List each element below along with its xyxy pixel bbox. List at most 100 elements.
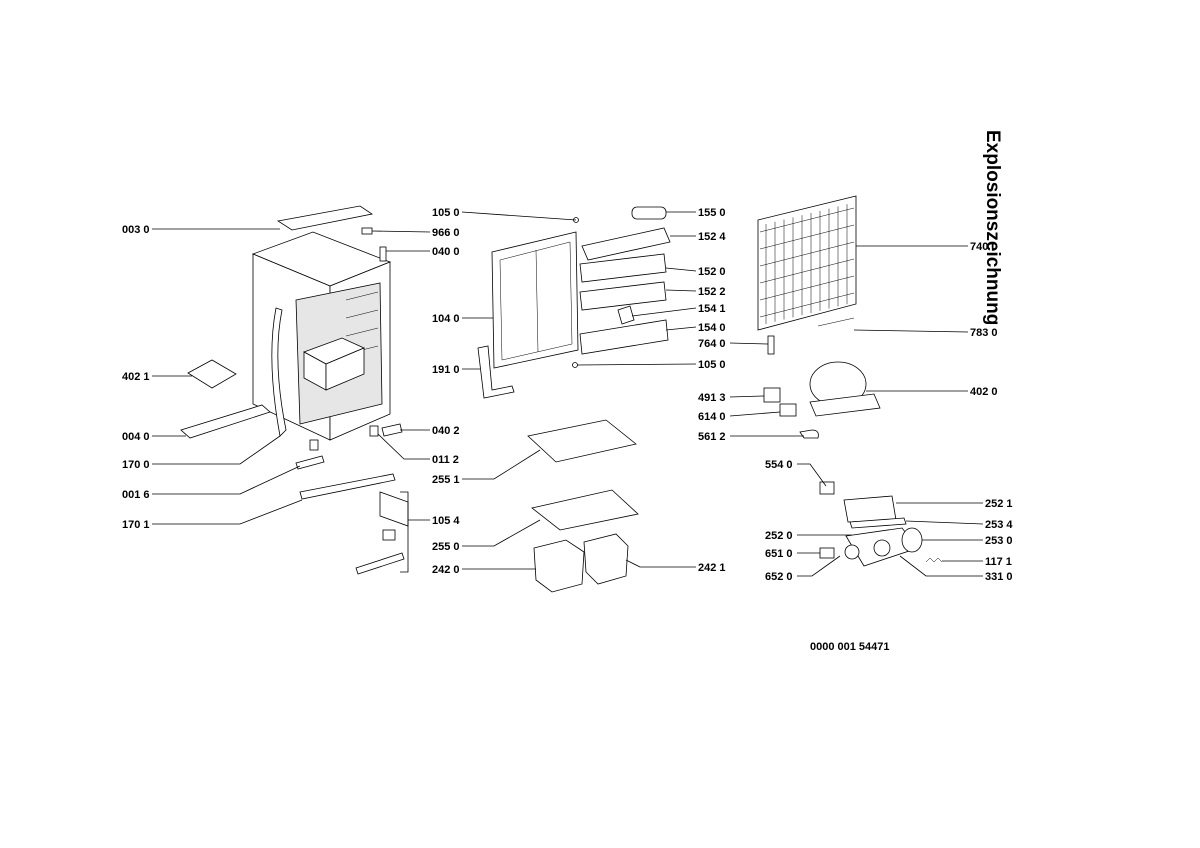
cable-clip: [799, 429, 819, 439]
foot: [369, 425, 379, 437]
leader-p170-0: [152, 435, 281, 465]
part-label-p003-0: 003 0: [122, 224, 150, 236]
part-label-p040-2: 040 2: [432, 425, 460, 437]
condenser-tube: [759, 241, 855, 267]
condenser-tube: [759, 292, 855, 318]
leader-p652-0: [797, 555, 841, 577]
condenser-tube: [759, 275, 855, 301]
hinge-plate: [379, 491, 409, 527]
part-label-p191-0: 191 0: [432, 364, 460, 376]
leader-p105-0a: [461, 211, 577, 221]
leader-p331-0: [899, 555, 983, 577]
leader-p001-6: [152, 465, 301, 495]
part-label-p491-3: 491 3: [698, 392, 726, 404]
hinge-rod: [355, 552, 405, 575]
door-shelf: [579, 281, 667, 311]
leader-p011-2: [377, 433, 430, 460]
leader-p152-2: [665, 289, 697, 292]
part-label-p554-0: 554 0: [765, 459, 793, 471]
top-cover-plate: [276, 205, 374, 231]
control-knob: [901, 527, 923, 553]
part-label-p402-1: 402 1: [122, 371, 150, 383]
part-label-p255-0: 255 0: [432, 541, 460, 553]
door-inner: [499, 241, 573, 361]
part-label-p154-1: 154 1: [698, 303, 726, 315]
part-label-p001-6: 001 6: [122, 489, 150, 501]
shelf-clip: [617, 305, 635, 325]
leader-p783-0: [853, 329, 969, 333]
part-label-p651-0: 651 0: [765, 548, 793, 560]
part-label-p764-0: 764 0: [698, 338, 726, 350]
leader-p154-1: [631, 307, 697, 317]
leader-p966-0: [371, 230, 431, 233]
leader-p154-0: [665, 326, 697, 331]
leader-p764-0: [729, 342, 769, 345]
part-label-p152-0: 152 0: [698, 266, 726, 278]
thermostat: [819, 547, 835, 559]
part-label-p614-0: 614 0: [698, 411, 726, 423]
crisper-box: [583, 533, 629, 585]
lamp-diffuser: [849, 517, 907, 529]
overload-protector: [779, 403, 797, 417]
small-strip: [295, 455, 325, 470]
glass-shelf: [531, 489, 639, 531]
door-shelf: [579, 319, 669, 355]
part-label-p561-2: 561 2: [698, 431, 726, 443]
condenser-tube: [759, 258, 855, 284]
leader-p255-1: [462, 449, 541, 480]
base-rail: [180, 404, 271, 439]
thermostat-knob: [873, 539, 891, 557]
compressor-base: [809, 393, 881, 417]
leader-p614-0: [729, 411, 781, 417]
part-label-p253-0: 253 0: [985, 535, 1013, 547]
part-label-p255-1: 255 1: [432, 474, 460, 486]
part-label-p152-2: 152 2: [698, 286, 726, 298]
part-label-p242-1: 242 1: [698, 562, 726, 574]
hinge-cap: [361, 227, 373, 235]
leader-p255-0: [462, 519, 541, 547]
door-divider: [535, 249, 539, 353]
part-label-p242-0: 242 0: [432, 564, 460, 576]
document-number: 0000 001 54471: [810, 641, 890, 653]
lower-hinge: [381, 423, 403, 437]
egg-tray: [631, 206, 667, 220]
rib: [345, 291, 379, 301]
bottle-rack: [581, 227, 671, 261]
part-label-p154-0: 154 0: [698, 322, 726, 334]
door-panel: [491, 231, 579, 369]
cooling-drawing: [757, 195, 881, 439]
foot: [309, 439, 319, 451]
condenser-grid: [757, 195, 857, 331]
control-drawing: [819, 481, 943, 567]
freezer-front: [325, 347, 365, 391]
bracket-p105-4: [400, 491, 409, 573]
part-label-p252-1: 252 1: [985, 498, 1013, 510]
part-label-p117-1: 117 1: [985, 556, 1012, 568]
leader-p170-1: [152, 499, 303, 525]
lamp-socket: [844, 544, 860, 560]
crisper-box: [533, 539, 585, 593]
screw: [572, 362, 578, 368]
part-label-p170-0: 170 0: [122, 459, 150, 471]
leader-p554-0: [797, 463, 827, 487]
part-label-p253-4: 253 4: [985, 519, 1013, 531]
part-label-p331-0: 331 0: [985, 571, 1013, 583]
part-label-p011-2: 011 2: [432, 454, 459, 466]
kick-strip: [299, 473, 396, 500]
part-label-p105-0b: 105 0: [698, 359, 726, 371]
leader-lines: [152, 211, 984, 577]
leader-p253-4: [905, 520, 984, 525]
rib: [345, 309, 379, 319]
lamp-cover: [843, 495, 897, 523]
part-label-p652-0: 652 0: [765, 571, 793, 583]
capillary-tube: [817, 317, 855, 327]
part-label-p152-4: 152 4: [698, 231, 726, 243]
part-label-p252-0: 252 0: [765, 530, 793, 542]
rib: [345, 327, 379, 337]
spring: [925, 557, 943, 563]
leader-p105-0b: [576, 363, 697, 366]
part-label-p105-0a: 105 0: [432, 207, 460, 219]
